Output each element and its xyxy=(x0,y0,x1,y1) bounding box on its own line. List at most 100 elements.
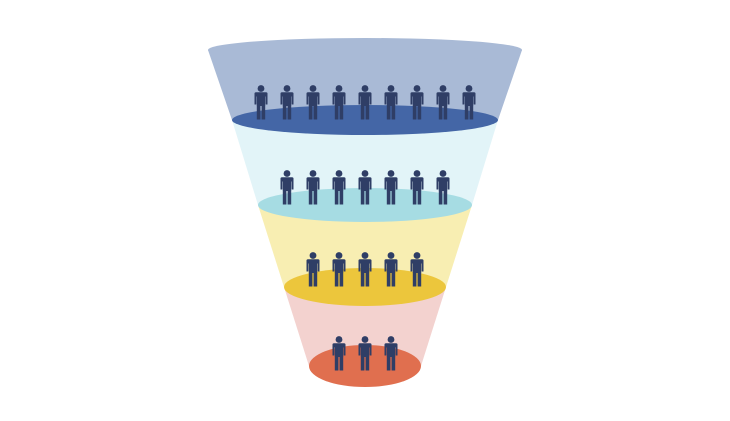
person-leg-left xyxy=(412,105,417,120)
person-leg-right xyxy=(443,190,448,205)
person-icon xyxy=(358,85,372,120)
person-leg-left xyxy=(360,356,365,371)
person-icon xyxy=(462,85,476,120)
person-head xyxy=(439,85,447,92)
funnel-stage-1 xyxy=(232,85,498,135)
person-leg-right xyxy=(339,272,344,287)
person-head xyxy=(309,170,317,177)
people-row xyxy=(306,252,424,287)
person-leg-left xyxy=(386,356,391,371)
person-leg-left xyxy=(438,190,443,205)
person-head xyxy=(335,252,343,259)
person-icon xyxy=(384,336,398,371)
person-head xyxy=(361,85,369,92)
person-head xyxy=(309,85,317,92)
person-leg-right xyxy=(443,105,448,120)
person-icon xyxy=(306,252,320,287)
stage-floor-ellipse xyxy=(232,105,498,135)
person-torso xyxy=(358,92,372,106)
person-leg-left xyxy=(386,105,391,120)
person-leg-right xyxy=(391,190,396,205)
person-head xyxy=(465,85,473,92)
person-leg-right xyxy=(313,105,318,120)
person-head xyxy=(335,336,343,343)
person-torso xyxy=(384,343,398,357)
person-leg-left xyxy=(334,105,339,120)
person-leg-left xyxy=(412,190,417,205)
person-head xyxy=(361,252,369,259)
person-leg-right xyxy=(365,356,370,371)
person-leg-right xyxy=(313,190,318,205)
person-leg-left xyxy=(386,190,391,205)
person-torso xyxy=(280,92,294,106)
person-leg-left xyxy=(464,105,469,120)
person-leg-right xyxy=(417,272,422,287)
person-icon xyxy=(358,170,372,205)
person-icon xyxy=(410,85,424,120)
person-icon xyxy=(410,170,424,205)
person-leg-right xyxy=(287,190,292,205)
person-leg-right xyxy=(313,272,318,287)
person-icon xyxy=(384,170,398,205)
person-leg-right xyxy=(391,105,396,120)
person-torso xyxy=(358,177,372,191)
person-icon xyxy=(332,85,346,120)
person-torso xyxy=(384,259,398,273)
person-leg-right xyxy=(417,105,422,120)
person-head xyxy=(361,170,369,177)
person-head xyxy=(335,85,343,92)
person-torso xyxy=(410,259,424,273)
person-leg-right xyxy=(339,190,344,205)
person-head xyxy=(283,170,291,177)
person-torso xyxy=(384,92,398,106)
person-icon xyxy=(332,252,346,287)
person-torso xyxy=(306,92,320,106)
person-head xyxy=(361,336,369,343)
funnel-stage-4 xyxy=(309,336,421,387)
person-icon xyxy=(358,336,372,371)
person-head xyxy=(283,85,291,92)
person-leg-right xyxy=(391,272,396,287)
person-torso xyxy=(332,259,346,273)
person-leg-left xyxy=(360,105,365,120)
person-head xyxy=(413,252,421,259)
person-leg-left xyxy=(412,272,417,287)
person-head xyxy=(257,85,265,92)
people-row xyxy=(254,85,476,120)
people-row xyxy=(332,336,398,371)
person-leg-right xyxy=(339,356,344,371)
person-torso xyxy=(410,177,424,191)
person-leg-right xyxy=(365,105,370,120)
person-icon xyxy=(384,252,398,287)
person-torso xyxy=(436,92,450,106)
person-leg-left xyxy=(360,190,365,205)
person-torso xyxy=(306,259,320,273)
person-torso xyxy=(254,92,268,106)
person-icon xyxy=(384,85,398,120)
funnel-stage-2 xyxy=(258,170,472,222)
person-leg-left xyxy=(438,105,443,120)
stage-floor-ellipse xyxy=(284,268,446,306)
person-torso xyxy=(332,92,346,106)
funnel-band-4 xyxy=(284,287,446,366)
person-leg-right xyxy=(365,272,370,287)
people-row xyxy=(280,170,450,205)
person-torso xyxy=(306,177,320,191)
person-leg-left xyxy=(334,190,339,205)
person-leg-left xyxy=(308,272,313,287)
person-leg-right xyxy=(365,190,370,205)
person-leg-left xyxy=(360,272,365,287)
person-icon xyxy=(332,170,346,205)
person-leg-right xyxy=(417,190,422,205)
person-leg-left xyxy=(386,272,391,287)
person-torso xyxy=(462,92,476,106)
person-leg-left xyxy=(308,190,313,205)
person-leg-left xyxy=(282,105,287,120)
person-head xyxy=(413,85,421,92)
person-leg-left xyxy=(282,190,287,205)
person-leg-left xyxy=(308,105,313,120)
person-torso xyxy=(332,343,346,357)
person-leg-left xyxy=(334,272,339,287)
person-icon xyxy=(332,336,346,371)
